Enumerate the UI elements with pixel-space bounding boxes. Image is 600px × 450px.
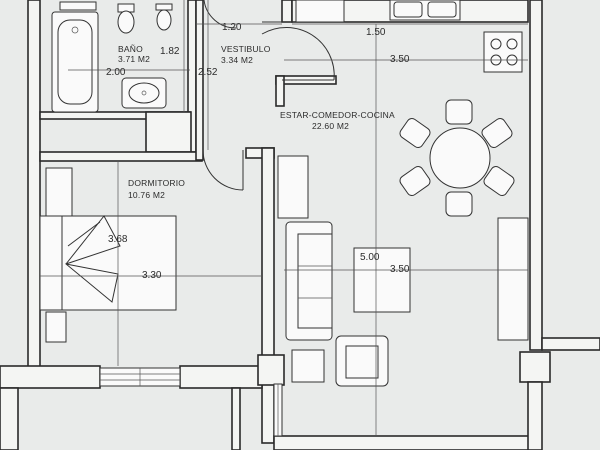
wardrobe [45, 167, 73, 221]
dimension-bedroom-width: 3.30 [142, 270, 162, 281]
sideboard [277, 155, 309, 219]
bathroom-fixtures [51, 1, 173, 113]
coffee-table [353, 247, 411, 313]
bed [39, 215, 177, 311]
room-area-vestibulo: 3.34 M2 [221, 55, 253, 65]
room-area-bano: 3.71 M2 [118, 54, 150, 64]
tv-cabinet [497, 217, 529, 341]
dimension-kitchen-width: 3.50 [390, 54, 410, 65]
room-name-vestibulo: VESTIBULO [221, 44, 271, 54]
bathtub-basin [57, 19, 93, 105]
dimension-lines [40, 0, 528, 436]
side-table [291, 349, 325, 383]
dimension-bano-depth: 1.82 [160, 46, 180, 57]
windows [99, 367, 283, 437]
living-furniture [277, 155, 529, 387]
dimension-living-width: 3.50 [390, 264, 410, 275]
dimension-bano-width: 2.00 [106, 67, 126, 78]
room-area-dormitorio: 10.76 M2 [128, 190, 165, 200]
dimension-labels: 2.00 1.82 2.52 1.20 1.50 3.50 3.50 5.00 … [106, 22, 410, 281]
dimension-living-depth: 5.00 [360, 252, 380, 263]
room-area-estar: 22.60 M2 [312, 121, 349, 131]
bidet [155, 3, 173, 11]
dimension-bedroom-depth: 3.68 [108, 234, 128, 245]
room-labels: BAÑO 3.71 M2 VESTIBULO 3.34 M2 ESTAR-COM… [118, 44, 395, 200]
dimension-kitchen-top: 1.50 [366, 27, 386, 38]
dining-set [399, 99, 515, 217]
room-name-dormitorio: DORMITORIO [128, 178, 185, 188]
kitchen-fixtures [295, 0, 523, 73]
cooktop [483, 31, 523, 73]
dining-table [429, 127, 491, 189]
bedroom-furniture [39, 167, 177, 343]
room-name-bano: BAÑO [118, 44, 143, 54]
doors [202, 0, 335, 191]
dimension-vestibulo-width: 1.20 [222, 22, 242, 33]
fridge [295, 0, 345, 23]
dimension-vestibulo-depth: 2.52 [198, 67, 218, 78]
room-name-estar: ESTAR-COMEDOR-COCINA [280, 110, 395, 120]
